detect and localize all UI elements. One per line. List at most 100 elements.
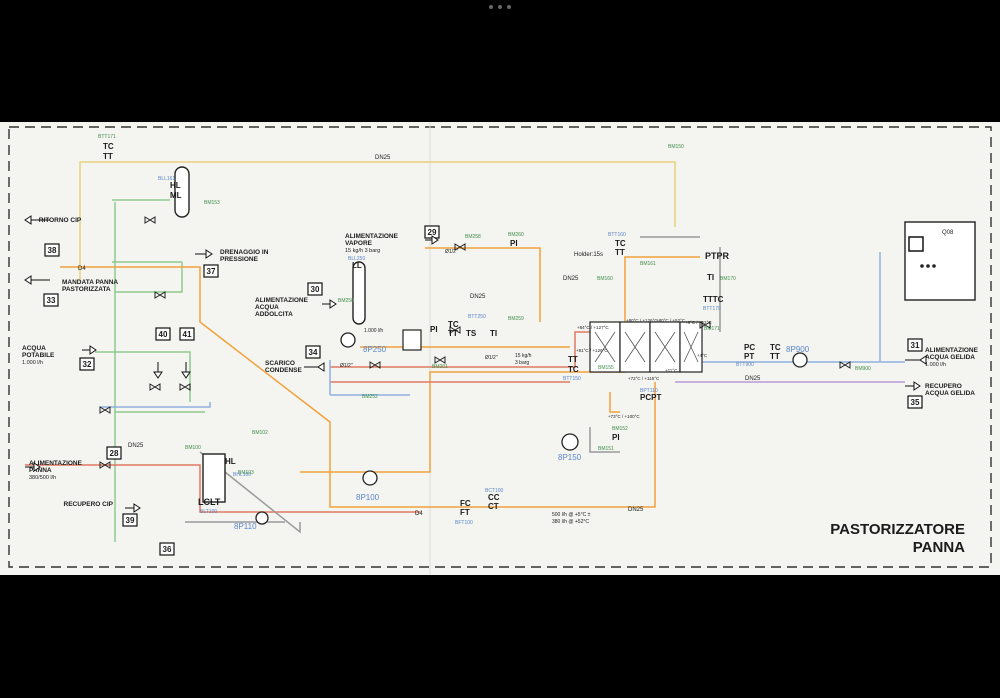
arrow-head-icon	[913, 381, 921, 391]
connection-label: PASTORIZZATA	[62, 286, 111, 293]
connection-number: 36	[163, 545, 172, 554]
connection-number: 37	[207, 267, 216, 276]
tag-bm170: BM170	[720, 276, 736, 282]
connection-label: ADDOLCITA	[255, 311, 293, 318]
tag-bm258: BM258	[465, 234, 481, 240]
connection-label: ACQUA GELIDA	[925, 390, 975, 397]
tag-btt150: BTT150	[563, 376, 581, 382]
line-dn25-right: DN25	[745, 376, 761, 382]
balance-tank	[202, 453, 226, 503]
instr-lclt: LCLT	[198, 497, 221, 507]
valve-icon	[369, 361, 381, 369]
valve-icon	[99, 406, 111, 414]
title-line2: PANNA	[913, 539, 965, 556]
arrow-head-icon	[89, 345, 97, 355]
tag-btt160: BTT160	[608, 232, 626, 238]
pipe-grey-3	[640, 236, 721, 332]
valve-icon	[179, 383, 191, 391]
instr-pcpt: PCPT	[640, 393, 661, 402]
line-dn25-left: DN25	[128, 443, 144, 449]
tag-bll250: BLL250	[348, 256, 365, 262]
connection-number: 28	[110, 449, 119, 458]
instr-ti-right: TI	[707, 273, 714, 282]
temp-2: +80°C / +126°C	[626, 318, 658, 323]
connection-sub: 1.000 l/h	[22, 360, 43, 366]
line-cream-flow1: 500 l/h @ +5°C ±	[552, 512, 591, 518]
line-holder: Holder:15s	[574, 252, 603, 258]
tag-bct100: BCT100	[485, 488, 504, 494]
tag-bm153: BM153	[204, 200, 220, 206]
pump-150-label: 8P150	[558, 453, 582, 462]
pump-110-icon	[255, 511, 269, 525]
line-pipe-2: Ø1/2"	[340, 363, 353, 369]
tag-bft100: BFT100	[455, 520, 473, 526]
instr-tc-holder: TC	[615, 239, 626, 248]
connection-box	[907, 395, 923, 409]
connection-41: 41	[179, 327, 195, 379]
pump-900-label: 8P900	[786, 345, 810, 354]
pipe-orange-right	[609, 392, 620, 413]
connection-box	[307, 282, 323, 296]
tag-bv-top: BTT171	[98, 134, 116, 140]
tag-bm155: BM155	[598, 365, 614, 371]
instr-tt-hx: TT	[568, 355, 578, 364]
connection-number: 41	[183, 330, 192, 339]
instr-pi: PI	[430, 325, 438, 334]
line-cream-flow2: 380 l/h @ +52°C	[552, 519, 589, 525]
cabinet-panel	[908, 236, 924, 252]
temp-9: +73°C / +100°C	[608, 414, 640, 419]
connection-label: MANDATA PANNA	[62, 279, 118, 286]
connection-label: PANNA	[29, 467, 52, 474]
frame-border	[8, 126, 992, 568]
line-dn25-mid: DN25	[470, 294, 486, 300]
connection-label: RECUPERO CIP	[64, 501, 114, 508]
connection-number: 38	[48, 246, 57, 255]
line-steam-flow: 15 kg/h	[515, 353, 532, 359]
line-dn25-bottom: DN25	[628, 507, 644, 513]
connection-number: 35	[911, 398, 920, 407]
vessel-steam	[352, 261, 366, 325]
pipe-blue-left	[100, 402, 211, 408]
connection-box	[122, 513, 138, 527]
tag-bm201: BM201	[432, 364, 448, 370]
tag-btt250: BTT250	[468, 314, 486, 320]
tag-bm252: BM252	[362, 394, 378, 400]
tag-bm900: BM900	[855, 366, 871, 372]
valve-icon	[434, 356, 446, 364]
instr-ct: CT	[488, 502, 499, 511]
connection-sub: 1.000 l/h	[925, 362, 946, 368]
instr-ptpr: PTPR	[705, 251, 730, 261]
more-dots-icon[interactable]	[489, 5, 511, 9]
instr-tc-hx: TC	[568, 365, 579, 374]
pipe-top-branch	[112, 199, 182, 263]
temp-4: +8°C / +52°C	[685, 320, 712, 325]
instr-pt: PT	[744, 352, 754, 361]
pump-110-label: 8P110	[234, 522, 257, 531]
instr-tt-holder: TT	[615, 248, 625, 257]
instr-ti: TI	[490, 329, 497, 338]
pump-250-label: 8P250	[363, 345, 387, 354]
arrow-head-icon	[181, 371, 191, 379]
connection-box	[907, 338, 923, 352]
pipe-grey-1	[185, 451, 301, 534]
connection-label: CONDENSE	[265, 367, 303, 374]
tag-bm100: BM100	[185, 445, 201, 451]
tag-bhl100: BHL100	[233, 472, 251, 478]
pipe-top-loop	[79, 161, 676, 282]
connection-36: 36	[159, 542, 175, 556]
instr-tc-right: TC	[770, 343, 781, 352]
instr-tt: TT	[103, 152, 113, 161]
connection-sub: 15 kg/h 3 barg	[345, 248, 380, 254]
connection-number: 33	[47, 296, 56, 305]
connection-box	[159, 542, 175, 556]
line-dn25-top: DN25	[375, 155, 391, 161]
connection-label: DRENAGGIO IN	[220, 249, 269, 256]
arrow-head-icon	[919, 355, 927, 365]
pipe-product-hx	[300, 256, 700, 473]
instr-cc: CC	[488, 493, 500, 502]
